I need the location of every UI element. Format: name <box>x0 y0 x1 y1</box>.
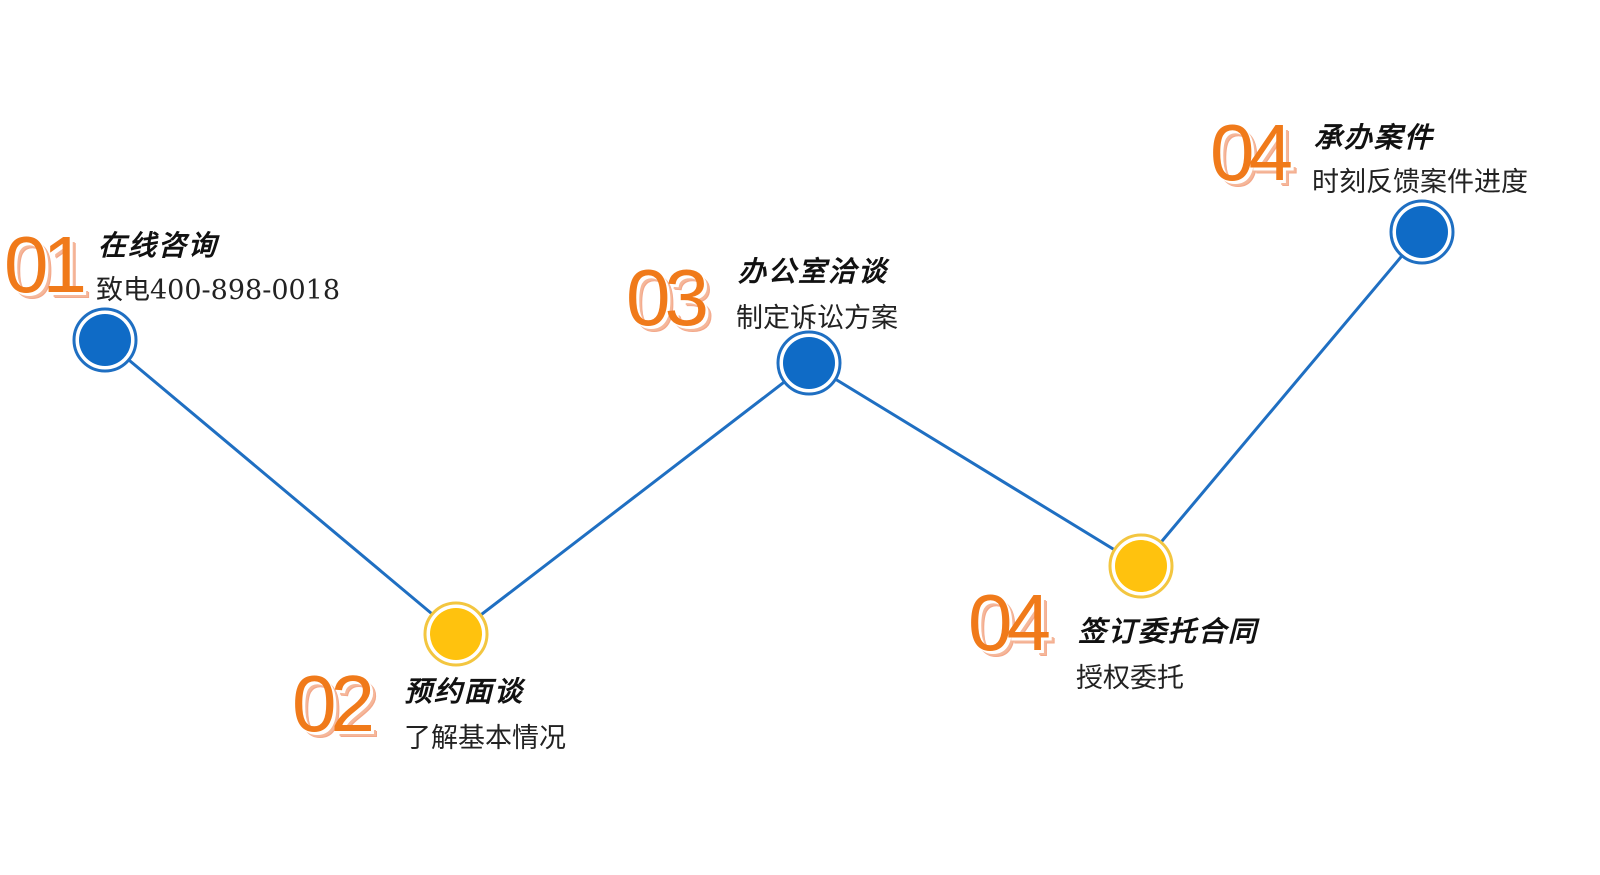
step-4-desc: 授权委托 <box>1076 663 1184 694</box>
step-5-node <box>1389 199 1455 265</box>
step-5-desc: 时刻反馈案件进度 <box>1312 167 1528 198</box>
step-1-node <box>72 307 138 373</box>
step-4-title: 签订委托合同 <box>1078 615 1259 648</box>
step-1-desc: 致电400-898-0018 <box>96 275 341 306</box>
step-3-desc: 制定诉讼方案 <box>736 303 898 334</box>
step-1-number: 01 <box>4 220 87 309</box>
step-4-node <box>1108 533 1174 599</box>
step-5-number: 04 <box>1210 108 1293 197</box>
step-2-desc: 了解基本情况 <box>404 723 566 754</box>
step-3-number: 03 <box>626 253 709 342</box>
step-5-title: 承办案件 <box>1314 121 1435 154</box>
step-1-title: 在线咨询 <box>98 229 219 262</box>
step-2-number: 02 <box>292 659 375 748</box>
step-3-title: 办公室洽谈 <box>738 255 889 288</box>
step-3-node <box>776 330 842 396</box>
step-2-title: 预约面谈 <box>404 675 525 708</box>
step-4-number: 04 <box>968 578 1051 667</box>
step-2-node <box>423 601 489 667</box>
